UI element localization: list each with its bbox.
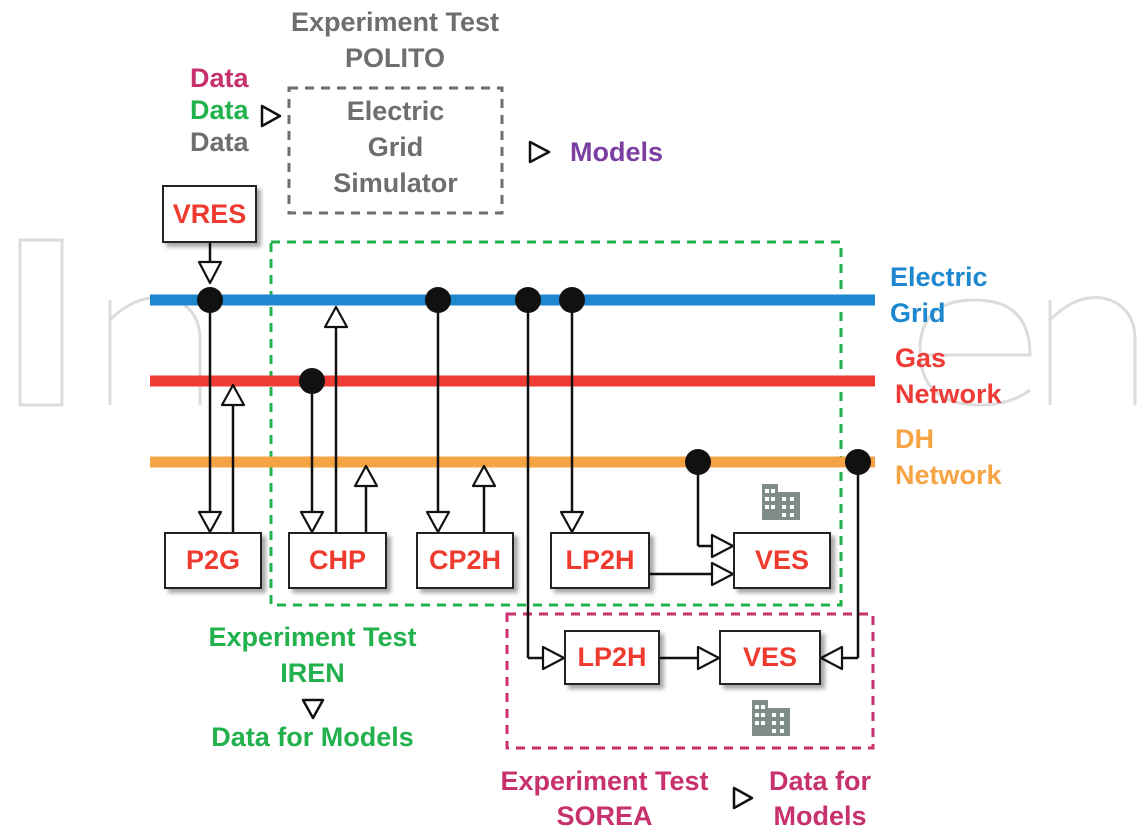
left-arrow-icon (819, 645, 844, 671)
iren-title-line2: IREN (280, 658, 345, 688)
right-arrow-icon (710, 533, 735, 559)
iren-title-line1: Experiment Test (208, 622, 417, 652)
watermark-letter-n2 (1048, 296, 1137, 405)
right-arrow-icon (696, 645, 721, 671)
junction-dot-icon (425, 287, 451, 313)
data-label-red: Data (190, 63, 249, 93)
up-arrow-icon (323, 305, 349, 329)
junction-dot-icon (845, 449, 871, 475)
simulator-line1: Electric (346, 96, 445, 126)
building-icon (762, 484, 800, 520)
simulator-line3: Simulator (333, 168, 458, 198)
sorea-frame (505, 612, 875, 750)
p2g-box: P2G (164, 532, 262, 589)
models-pointer-icon (528, 140, 551, 164)
iren-down-pointer-icon (301, 698, 325, 720)
building-icon (752, 700, 790, 736)
up-arrow-icon (353, 464, 379, 488)
data-label-green: Data (190, 95, 249, 125)
watermark (18, 238, 1137, 407)
connectors (208, 243, 860, 660)
electric-grid-label-line2: Grid (890, 298, 946, 328)
gas-network-label-line2: Network (895, 379, 1002, 409)
sorea-pointer-icon (732, 786, 754, 810)
simulator-line2: Grid (367, 132, 424, 162)
polito-title-line1: Experiment Test (290, 7, 500, 37)
cp2h-box: CP2H (416, 532, 514, 589)
electric-grid-label-line1: Electric (890, 262, 988, 292)
watermark-letter-e (918, 298, 1032, 407)
watermark-letter-n (108, 296, 202, 405)
junction-dot-icon (559, 287, 585, 313)
ves-sorea-box: VES (719, 630, 821, 685)
polito-frame (287, 86, 504, 215)
gas-network-label-line1: Gas (895, 343, 947, 373)
right-arrow-icon (710, 561, 735, 587)
sorea-data-for-line1: Data for (768, 766, 871, 796)
junction-dot-icon (515, 287, 541, 313)
down-arrow-icon (197, 510, 223, 534)
junctions (197, 287, 871, 475)
pointer-triangles (260, 104, 754, 810)
dh-network-label-line1: DH (895, 424, 934, 454)
data-label-gray: Data (190, 127, 249, 157)
down-arrow-icon (559, 510, 585, 534)
lp2h-iren-box: LP2H (550, 532, 650, 589)
sorea-data-for-line2: Models (773, 801, 867, 831)
up-arrow-icon (220, 383, 246, 407)
down-arrow-icon (299, 510, 325, 534)
down-arrow-icon (425, 510, 451, 534)
iren-data-for-models: Data for Models (211, 722, 414, 752)
sorea-title-line1: Experiment Test (500, 766, 709, 796)
polito-title-line2: POLITO (344, 43, 445, 73)
models-label: Models (570, 137, 664, 167)
vres-box: VRES (162, 185, 257, 243)
arrowheads (197, 260, 844, 671)
junction-dot-icon (299, 368, 325, 394)
junction-dot-icon (197, 287, 223, 313)
watermark-letter-i (18, 238, 64, 407)
up-arrow-icon (471, 464, 497, 488)
sorea-title-line2: SOREA (556, 801, 653, 831)
lp2h-sorea-box: LP2H (564, 630, 660, 685)
dh-network-label-line2: Network (895, 460, 1002, 490)
data-pointer-icon (260, 104, 282, 128)
down-arrow-icon (197, 260, 223, 285)
right-arrow-icon (541, 645, 566, 671)
iren-frame (269, 240, 843, 607)
junction-dot-icon (685, 449, 711, 475)
ves-iren-box: VES (733, 532, 831, 589)
chp-box: CHP (288, 532, 387, 589)
